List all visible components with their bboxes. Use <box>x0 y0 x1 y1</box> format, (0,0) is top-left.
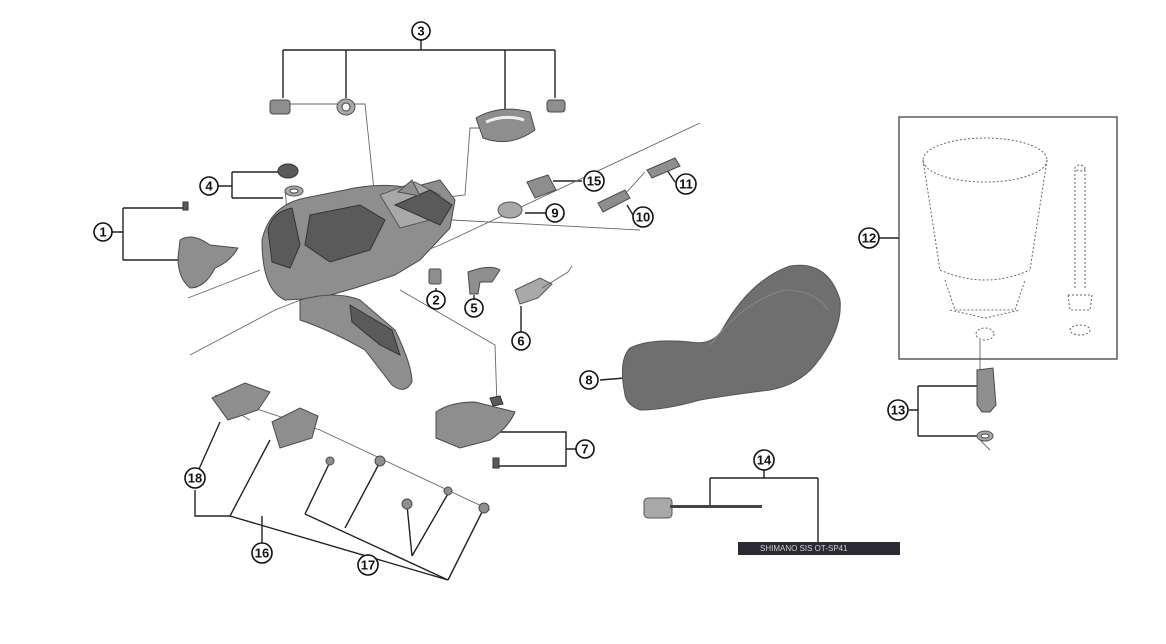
callout-12: 12 <box>858 227 880 249</box>
callout-10: 10 <box>632 206 654 228</box>
callout-17: 17 <box>357 554 379 576</box>
part-1-lever-cover <box>177 201 239 289</box>
svg-text:6: 6 <box>517 334 524 349</box>
svg-text:1: 1 <box>99 225 106 240</box>
callout-13: 13 <box>887 399 909 421</box>
parts-16-17-18 <box>211 382 490 514</box>
svg-text:13: 13 <box>891 403 905 418</box>
svg-text:16: 16 <box>255 546 269 561</box>
leader-lines <box>110 38 977 581</box>
callout-4: 4 <box>199 176 219 196</box>
parts-2-5-6 <box>428 265 573 305</box>
callout-9: 9 <box>545 203 565 223</box>
svg-text:10: 10 <box>636 210 650 225</box>
part-14-cable: SHIMANO SIS OT-SP41 <box>643 497 900 555</box>
svg-text:11: 11 <box>679 177 693 192</box>
callout-15: 15 <box>583 170 605 192</box>
svg-text:3: 3 <box>417 24 424 39</box>
svg-text:2: 2 <box>432 293 439 308</box>
callout-1: 1 <box>93 222 113 242</box>
callout-6: 6 <box>511 331 531 351</box>
svg-text:15: 15 <box>587 174 601 189</box>
callout-2: 2 <box>426 290 446 310</box>
callout-8: 8 <box>579 370 599 390</box>
callout-7: 7 <box>575 439 595 459</box>
callout-16: 16 <box>251 542 273 564</box>
svg-text:5: 5 <box>470 301 477 316</box>
callout-18: 18 <box>184 467 206 489</box>
shifter-main-body <box>261 179 456 390</box>
svg-text:14: 14 <box>757 453 772 468</box>
part-13-nut <box>976 367 997 442</box>
callout-14: 14 <box>753 449 775 471</box>
callout-11: 11 <box>675 173 697 195</box>
svg-text:8: 8 <box>585 373 592 388</box>
svg-text:18: 18 <box>188 471 202 486</box>
part-3-bolts-and-clamp <box>269 98 566 143</box>
svg-text:9: 9 <box>551 206 558 221</box>
callout-3: 3 <box>411 21 431 41</box>
part-8-rubber-hood <box>621 264 841 411</box>
callouts: 1 2 3 4 5 6 7 8 9 10 11 12 13 14 15 16 1… <box>93 21 909 576</box>
svg-text:7: 7 <box>581 442 588 457</box>
svg-text:17: 17 <box>361 558 375 573</box>
parts-15-9-10-11 <box>497 157 681 219</box>
callout-5: 5 <box>464 298 484 318</box>
part-12-box <box>898 116 1118 360</box>
cable-print-text: SHIMANO SIS OT-SP41 <box>760 544 848 553</box>
part-7-bottom-cover <box>435 395 516 469</box>
svg-text:4: 4 <box>205 179 213 194</box>
svg-text:12: 12 <box>862 231 876 246</box>
part-4-cap <box>277 163 304 197</box>
